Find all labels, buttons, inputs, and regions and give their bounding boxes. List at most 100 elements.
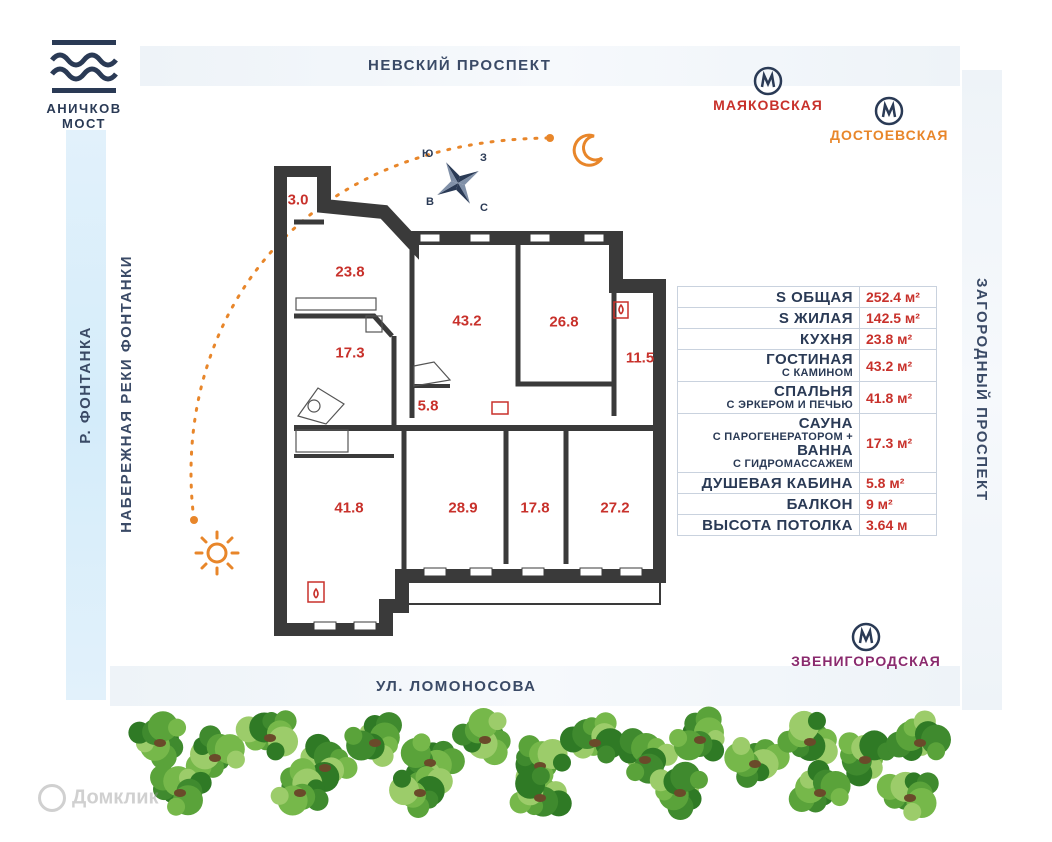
- spec-label: КУХНЯ: [677, 328, 860, 350]
- spec-sub-2: С ГИДРОМАССАЖЕМ: [732, 458, 853, 470]
- room-area: 17.3: [335, 344, 365, 362]
- watermark-text: Домклик: [72, 786, 159, 809]
- tree-trunk: [694, 736, 706, 744]
- watermark-icon: [38, 784, 66, 812]
- tree-leaf: [167, 797, 186, 816]
- compass-w: В: [426, 196, 434, 208]
- spec-label: S ОБЩАЯ: [677, 286, 860, 308]
- tree-trunk: [674, 789, 686, 797]
- metro-name: ЗВЕНИГОРОДСКАЯ: [791, 653, 941, 669]
- tree-row: [120, 694, 970, 824]
- room-area: 26.8: [549, 313, 579, 331]
- spec-main: ГОСТИНАЯ: [766, 351, 853, 368]
- spec-value: 3.64 м: [859, 514, 937, 536]
- tree-trunk: [804, 738, 816, 746]
- room-area: 28.9: [448, 499, 478, 517]
- tree-leaf: [266, 742, 285, 761]
- tree-trunk: [914, 739, 926, 747]
- room-area: 27.2: [600, 499, 630, 517]
- room-area: 23.8: [335, 263, 365, 281]
- tree-trunk: [749, 760, 761, 768]
- street-top: [140, 46, 960, 86]
- metro-mayakovskaya: МАЯКОВСКАЯ: [712, 66, 824, 113]
- street-bottom: [110, 666, 960, 706]
- compass-e: З: [480, 152, 487, 164]
- spec-main: СПАЛЬНЯ: [773, 383, 853, 400]
- tree-leaf: [689, 770, 708, 789]
- spec-value: 23.8 м²: [859, 328, 937, 350]
- sun-path: [189, 134, 554, 524]
- tree-leaf: [270, 786, 289, 805]
- logo: АНИЧКОВ МОСТ: [44, 38, 124, 131]
- room-area: 41.8: [334, 499, 364, 517]
- tree-leaf: [412, 733, 431, 752]
- spec-value: 17.3 м²: [859, 413, 937, 473]
- tree-trunk: [369, 739, 381, 747]
- tree-trunk: [264, 734, 276, 742]
- room-area: 11.5: [625, 349, 655, 367]
- river-label: Р. ФОНТАНКА: [77, 326, 94, 444]
- tree-trunk: [154, 739, 166, 747]
- tree-trunk: [589, 739, 601, 747]
- tree-leaf: [488, 712, 507, 731]
- spec-sub: С ЭРКЕРОМ И ПЕЧЬЮ: [726, 399, 853, 411]
- street-label-top: НЕВСКИЙ ПРОСПЕКТ: [368, 57, 552, 74]
- tree-leaf: [344, 726, 363, 745]
- watermark: Домклик: [38, 784, 159, 812]
- tree-trunk: [904, 794, 916, 802]
- tree-trunk: [294, 789, 306, 797]
- tree-leaf: [830, 788, 849, 807]
- tree-leaf: [807, 711, 826, 730]
- spec-value: 142.5 м²: [859, 307, 937, 329]
- tree-trunk: [319, 764, 331, 772]
- tree-trunk: [639, 756, 651, 764]
- spec-main: САУНА: [798, 415, 853, 432]
- tree-trunk: [814, 789, 826, 797]
- tree-leaf: [626, 763, 645, 782]
- spec-main-2: ВАННА: [797, 442, 853, 459]
- tree-trunk: [174, 789, 186, 797]
- spec-sub: С ПАРОГЕНЕРАТОРОМ +: [712, 431, 853, 443]
- tree-trunk: [479, 736, 491, 744]
- trees-icon: [128, 706, 951, 821]
- metro-dostoevskaya: ДОСТОЕВСКАЯ: [830, 96, 948, 143]
- metro-name: МАЯКОВСКАЯ: [713, 97, 823, 113]
- tree-leaf: [732, 736, 751, 755]
- tree-leaf: [552, 753, 571, 772]
- tree-trunk: [859, 756, 871, 764]
- spec-sub: С КАМИНОМ: [781, 367, 853, 379]
- tree-leaf: [226, 750, 245, 769]
- street-label-bottom: УЛ. ЛОМОНОСОВА: [376, 678, 537, 695]
- spec-value: 5.8 м²: [859, 472, 937, 494]
- spec-value: 43.2 м²: [859, 349, 937, 382]
- embankment-label: НАБЕРЕЖНАЯ РЕКИ ФОНТАНКИ: [118, 255, 135, 533]
- river-strip: [66, 130, 106, 700]
- sun-icon: [194, 530, 240, 576]
- tree-leaf: [597, 745, 616, 764]
- moon-icon: [572, 133, 604, 167]
- metro-icon: [874, 96, 904, 126]
- room-area: 5.8: [417, 397, 439, 415]
- tree-leaf: [531, 767, 550, 786]
- compass-rose-icon: [437, 162, 479, 204]
- tree-leaf: [927, 742, 946, 761]
- compass-n: Ю: [422, 148, 434, 160]
- tree-trunk: [414, 789, 426, 797]
- room-area: 17.8: [520, 499, 550, 517]
- tree-trunk: [534, 794, 546, 802]
- spec-value: 252.4 м²: [859, 286, 937, 308]
- bridge-waves-icon: [50, 40, 118, 93]
- street-right: [962, 70, 1002, 710]
